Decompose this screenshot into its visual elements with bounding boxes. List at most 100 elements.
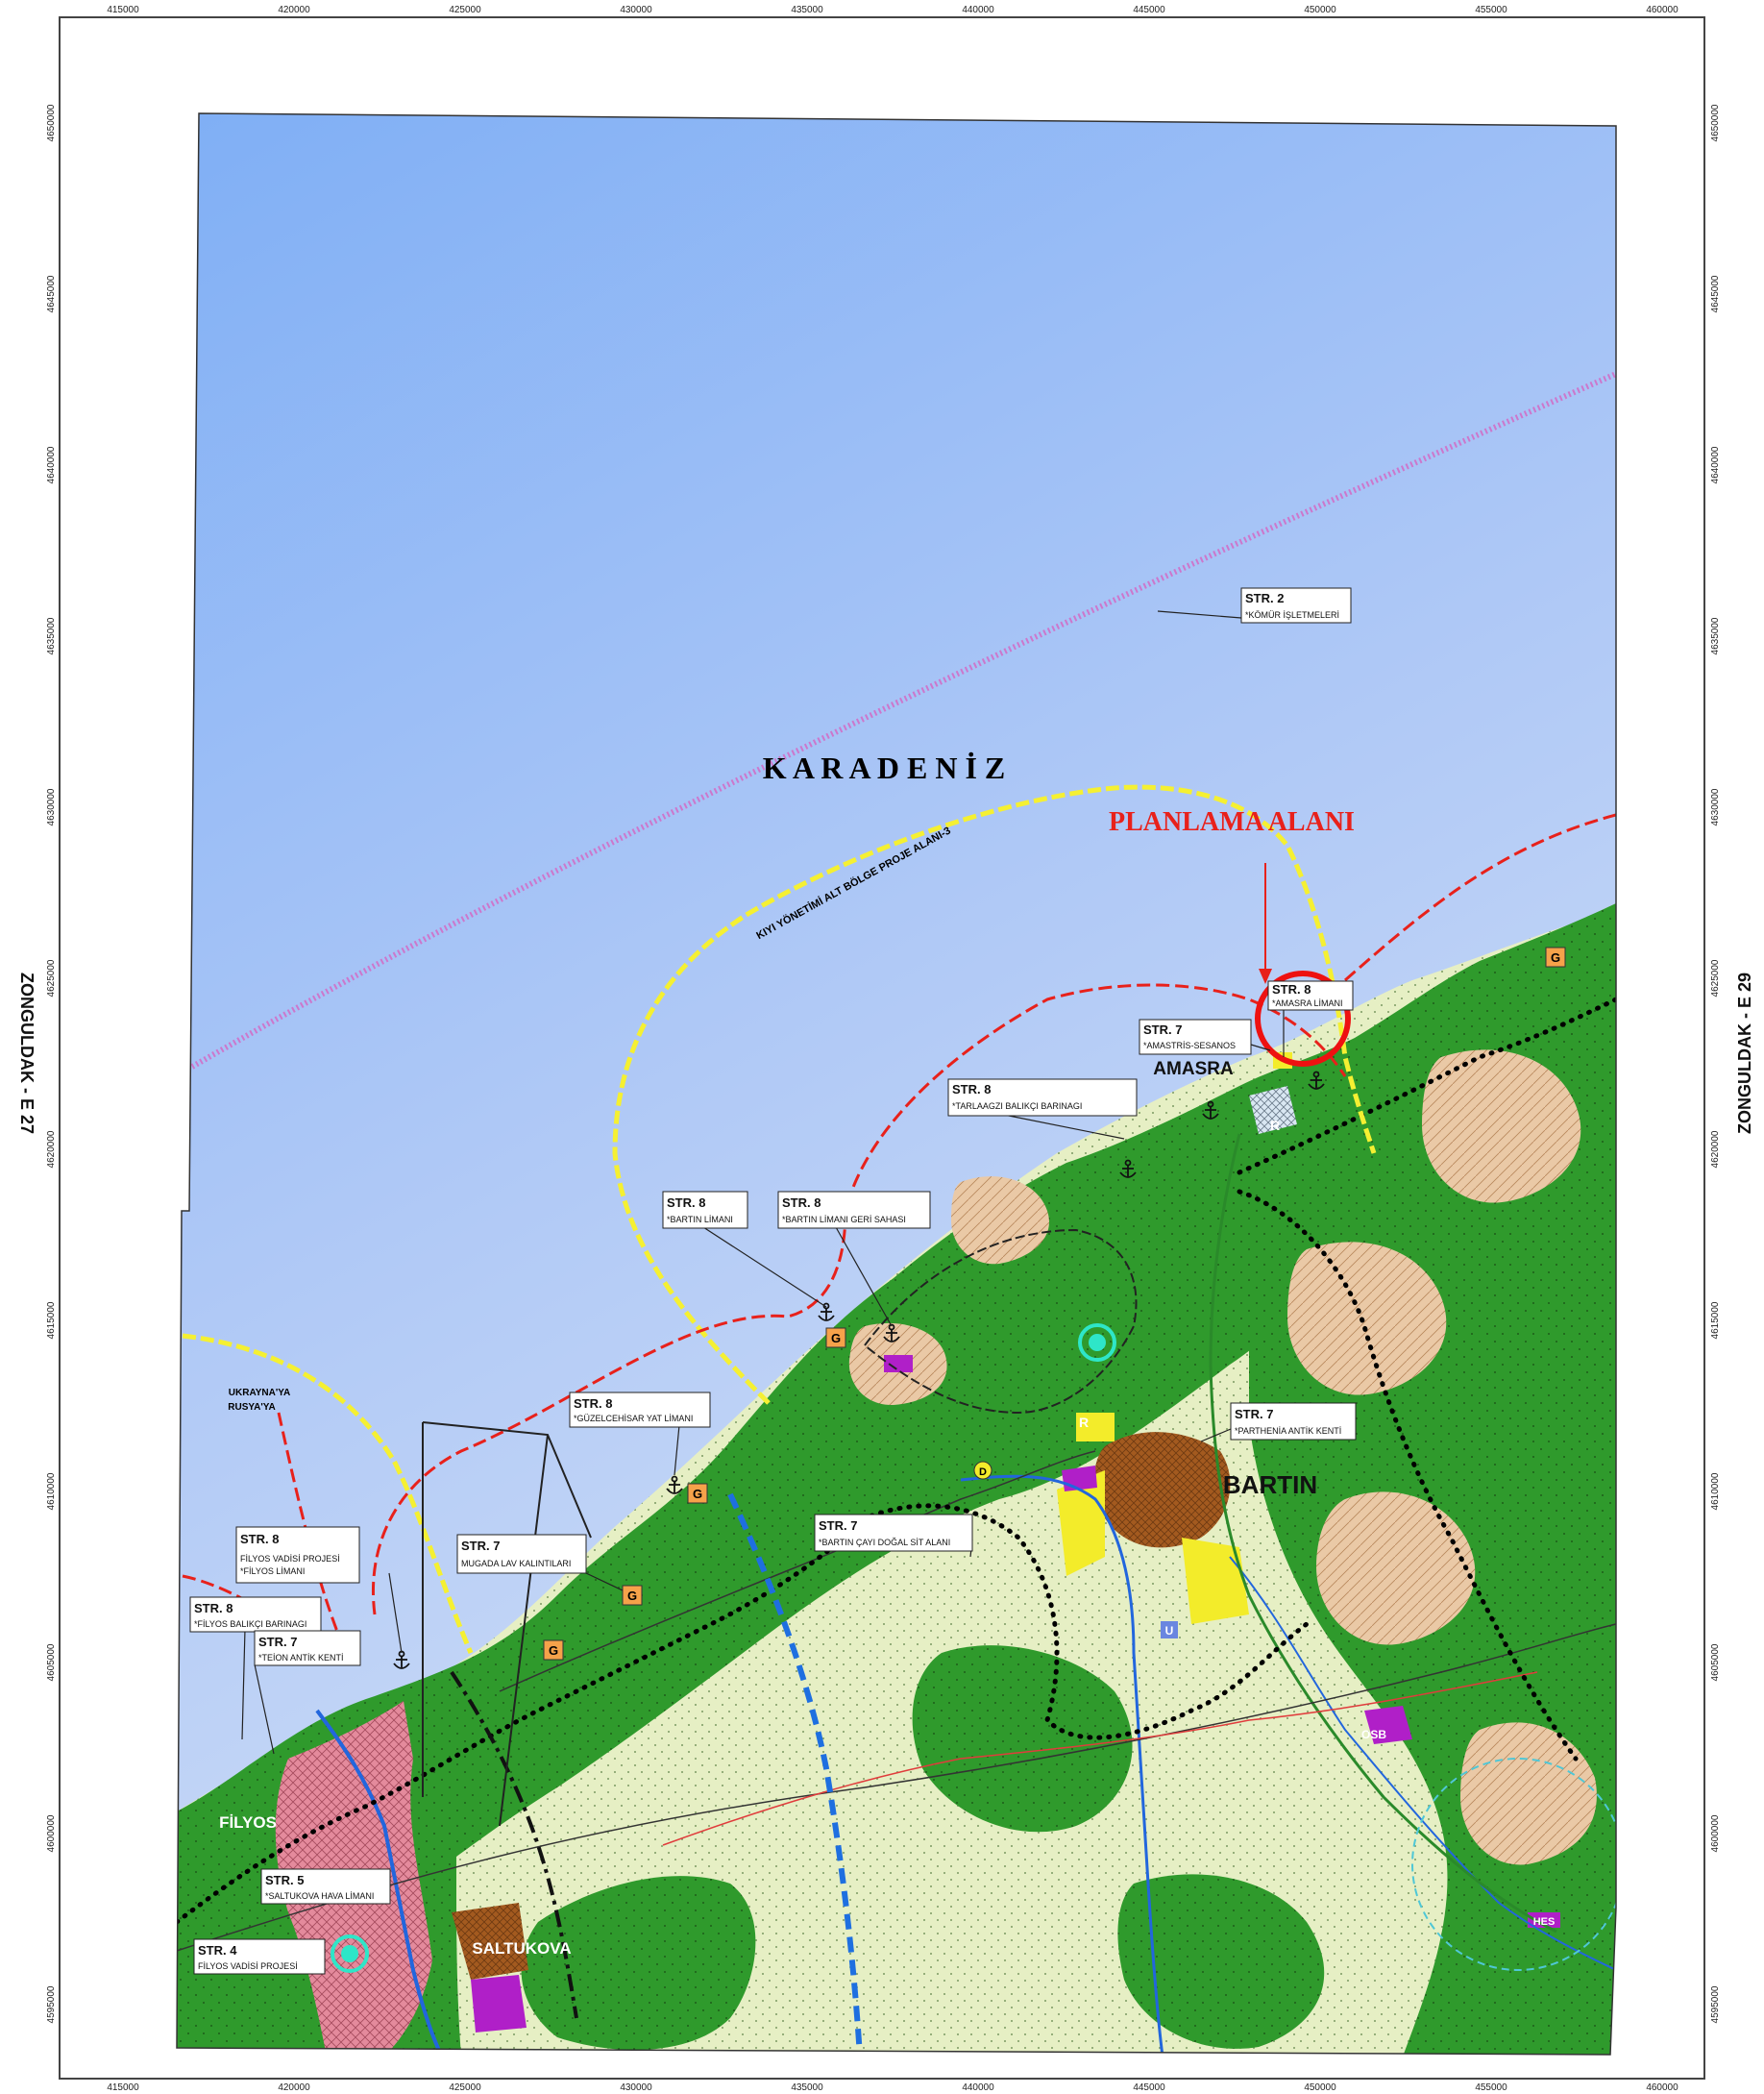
route-label: UKRAYNA'YA — [229, 1388, 290, 1398]
river-bartin — [960, 1474, 1164, 2055]
svg-text:STR. 4: STR. 4 — [198, 1943, 237, 1958]
y-tick-right: 4625000 — [1710, 959, 1721, 997]
d-marker: D — [973, 1461, 992, 1480]
x-tick-top: 455000 — [1475, 5, 1507, 15]
line-magenta-dotted — [190, 371, 1616, 1070]
svg-text:FİLYOS VADİSİ PROJESİ: FİLYOS VADİSİ PROJESİ — [198, 1961, 298, 1971]
y-tick-right: 4630000 — [1710, 788, 1721, 825]
x-tick-bottom: 425000 — [449, 2082, 481, 2093]
planning-area-arrowhead — [1259, 969, 1272, 984]
y-tick-right: 4650000 — [1710, 104, 1721, 141]
svg-text:*FİLYOS BALIKÇI BARINAGI: *FİLYOS BALIKÇI BARINAGI — [194, 1619, 306, 1629]
y-tick-left: 4620000 — [46, 1130, 57, 1168]
boundary-red-dashed — [1344, 813, 1616, 982]
u-marker: U — [1161, 1621, 1178, 1638]
svg-text:G: G — [693, 1487, 702, 1501]
svg-text:STR. 8: STR. 8 — [194, 1601, 233, 1615]
y-tick-left: 4595000 — [46, 1985, 57, 2023]
anchor-icon — [1119, 1159, 1137, 1178]
strategy-callout-str8-bartin-geri: STR. 8 *BARTIN LİMANI GERİ SAHASI — [777, 1191, 931, 1229]
land-pastoral-patch — [1422, 1049, 1581, 1203]
boundary-dotted-black — [1237, 997, 1616, 1175]
x-tick-bottom: 415000 — [107, 2082, 139, 2093]
strategy-callout-str7-bartin-cayi: STR. 7 *BARTIN ÇAYI DOĞAL SİT ALANI — [814, 1514, 973, 1552]
anchor-icon — [883, 1323, 900, 1343]
svg-text:G: G — [1551, 950, 1560, 965]
g-marker: G — [1545, 947, 1566, 968]
industry-osb — [1364, 1706, 1412, 1744]
urban-amasra — [1249, 1086, 1297, 1134]
railway — [863, 1228, 1138, 1415]
boundary-red-dashed — [277, 1412, 348, 1654]
map-border — [176, 112, 1617, 2056]
y-tick-left: 4635000 — [46, 617, 57, 654]
x-tick-bottom: 460000 — [1646, 2082, 1678, 2093]
y-tick-right: 4640000 — [1710, 446, 1721, 483]
cyan-marker — [1078, 1323, 1116, 1362]
y-tick-left: 4600000 — [46, 1814, 57, 1852]
x-axis-ticks-bottom: 415000 420000 425000 430000 435000 44000… — [107, 2082, 1678, 2093]
y-tick-right: 4615000 — [1710, 1301, 1721, 1339]
x-tick-bottom: 430000 — [620, 2082, 652, 2093]
strategy-callout-str7-amastris: STR. 7 *AMASTRİS-SESANOS — [1139, 1019, 1252, 1055]
y-tick-left: 4650000 — [46, 104, 57, 141]
leader-line — [422, 1421, 592, 1827]
g-marker: G — [825, 1327, 846, 1348]
svg-text:G: G — [549, 1643, 558, 1658]
line-blue-dashed — [727, 1492, 863, 2055]
svg-text:*KÖMÜR İŞLETMELERİ: *KÖMÜR İŞLETMELERİ — [1245, 610, 1339, 620]
svg-text:G: G — [831, 1331, 841, 1345]
y-tick-right: 4595000 — [1710, 1985, 1721, 2023]
svg-text:*TARLAAGZI BALIKÇI BARINAGI: *TARLAAGZI BALIKÇI BARINAGI — [952, 1101, 1082, 1111]
svg-text:STR. 7: STR. 7 — [1143, 1022, 1182, 1037]
svg-text:*BARTIN LİMANI GERİ SAHASI: *BARTIN LİMANI GERİ SAHASI — [782, 1215, 906, 1224]
svg-text:STR. 7: STR. 7 — [1235, 1407, 1273, 1421]
svg-text:*BARTIN ÇAYI DOĞAL SİT ALANI: *BARTIN ÇAYI DOĞAL SİT ALANI — [819, 1538, 950, 1547]
river-filyos — [315, 1709, 444, 2055]
r-marker: R — [1270, 1118, 1280, 1133]
strategy-callout-str5-saltukova: STR. 5 *SALTUKOVA HAVA LİMANI — [260, 1868, 391, 1905]
zone-circle — [1411, 1758, 1616, 1971]
y-tick-left: 4640000 — [46, 446, 57, 483]
urban-saltukova — [452, 1903, 528, 1980]
y-axis-ticks-right: 4650000 4645000 4640000 4635000 4630000 … — [1710, 104, 1721, 2023]
strategy-callout-str8-tarlaagzi: STR. 8 *TARLAAGZI BALIKÇI BARINAGI — [947, 1078, 1138, 1117]
svg-text:*FİLYOS LİMANI: *FİLYOS LİMANI — [240, 1566, 305, 1576]
anchor-icon — [1308, 1071, 1325, 1090]
x-axis-ticks-top: 415000 420000 425000 430000 435000 44000… — [107, 5, 1678, 15]
svg-text:*BARTIN LİMANI: *BARTIN LİMANI — [667, 1215, 733, 1224]
strategy-callout-str7-mugada: STR. 7 MUGADA LAV KALINTILARI — [456, 1534, 587, 1574]
settlement-bartin — [1057, 1413, 1249, 1624]
x-tick-bottom: 445000 — [1133, 2082, 1165, 2093]
svg-text:STR. 7: STR. 7 — [819, 1518, 857, 1533]
anchor-icon — [1202, 1100, 1219, 1120]
svg-text:D: D — [979, 1466, 987, 1478]
svg-text:STR. 8: STR. 8 — [952, 1082, 991, 1096]
route-label: RUSYA'YA — [228, 1402, 275, 1413]
svg-text:U: U — [1165, 1624, 1174, 1638]
strategy-callout-str4-filyos: STR. 4 FİLYOS VADİSİ PROJESİ — [193, 1938, 326, 1975]
x-tick-bottom: 440000 — [962, 2082, 994, 2093]
svg-text:*AMASRA LİMANI: *AMASRA LİMANI — [1272, 998, 1343, 1008]
y-tick-right: 4600000 — [1710, 1814, 1721, 1852]
land-pastoral-patch — [1316, 1491, 1476, 1645]
sea-name: K A R A D E N İ Z — [763, 751, 1006, 785]
svg-text:STR. 8: STR. 8 — [1272, 982, 1311, 997]
x-tick-top: 450000 — [1304, 5, 1336, 15]
y-tick-right: 4635000 — [1710, 617, 1721, 654]
y-tick-left: 4610000 — [46, 1472, 57, 1510]
industry-bartin — [884, 1355, 1097, 1491]
x-tick-bottom: 420000 — [278, 2082, 310, 2093]
hes-site — [1528, 1912, 1560, 1928]
y-tick-left: 4630000 — [46, 788, 57, 825]
svg-text:STR. 7: STR. 7 — [461, 1539, 500, 1553]
svg-text:R: R — [1079, 1415, 1089, 1430]
town-saltukova: SALTUKOVA — [472, 1939, 571, 1958]
strategy-callout-str8-bartin-limani: STR. 8 *BARTIN LİMANI — [662, 1191, 748, 1229]
land-forest-patch — [521, 1876, 756, 2051]
svg-text:STR. 8: STR. 8 — [240, 1532, 279, 1546]
x-tick-top: 415000 — [107, 5, 139, 15]
svg-text:*AMASTRİS-SESANOS: *AMASTRİS-SESANOS — [1143, 1041, 1236, 1050]
x-tick-top: 440000 — [962, 5, 994, 15]
